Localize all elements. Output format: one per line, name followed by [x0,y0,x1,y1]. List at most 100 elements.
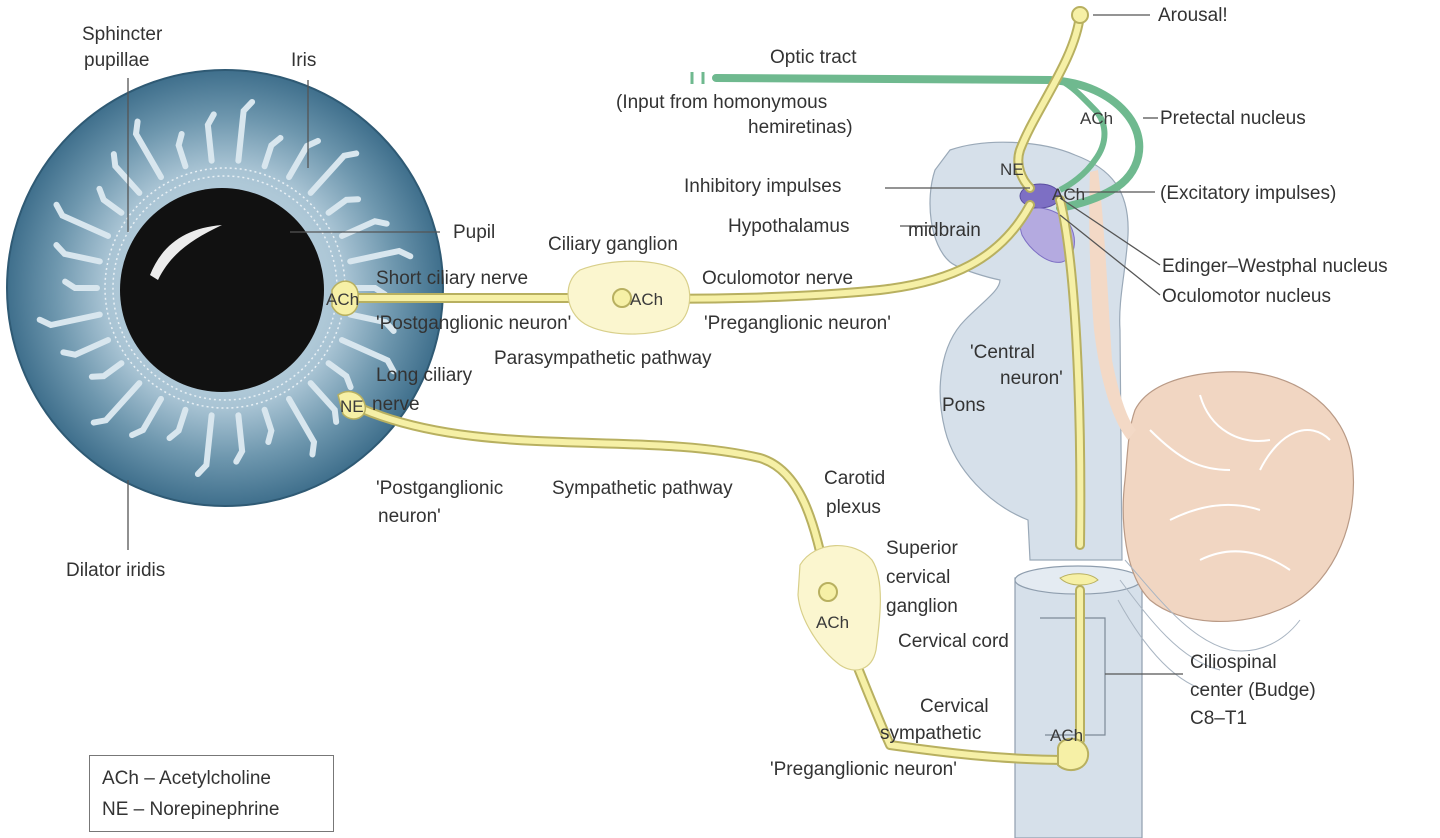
nt-ach-ew: ACh [1052,185,1085,204]
cerebellum [1117,371,1355,691]
iris-fiber [194,412,215,478]
label-cervical-sympathetic-2: sympathetic [880,723,981,744]
label-carotid-plexus-2: plexus [826,497,881,518]
pupil-disc [120,188,324,392]
iris-fiber [338,337,397,375]
label-central-neuron-2: neuron' [1000,368,1063,389]
iris-fiber [96,185,125,216]
label-parasympathetic-pathway: Parasympathetic pathway [494,348,712,369]
label-dilator-iridis: Dilator iridis [66,560,165,581]
ciliary-ganglion [567,260,691,335]
iris-fiber [325,360,354,391]
iris-fiber [132,118,164,181]
optic-tract [690,72,1144,212]
leader-lines [127,14,1183,675]
iris-fiber [286,395,318,458]
label-superior-cervical-3: ganglion [886,596,958,617]
label-oculomotor-nerve: Oculomotor nerve [702,268,853,289]
iris-fiber [347,247,414,265]
pupil-highlight [150,225,222,280]
peach-strip [1089,170,1136,440]
legend-ne: NE – Norepinephrine [102,799,280,820]
iris-fiber [338,218,390,239]
eye [6,69,444,507]
label-postganglionic-bottom-1: 'Postganglionic [376,478,503,499]
label-long-ciliary-2: nerve [372,394,420,415]
iris-fiber [53,201,112,239]
iris-fiber [325,196,362,216]
legend-ach: ACh – Acetylcholine [102,768,271,789]
iris-fiber [261,134,284,170]
label-ciliospinal-2: center (Budge) [1190,680,1316,701]
iris-fiber [350,285,388,298]
nt-ach-superior-cervical: ACh [816,613,849,632]
label-pons: Pons [942,395,985,416]
nerve-pathways [340,10,1086,765]
iris-fiber [286,137,321,181]
label-carotid-plexus-1: Carotid [824,468,885,489]
label-edinger-westphal: Edinger–Westphal nucleus [1162,256,1388,277]
iris-fiber [235,98,256,164]
nt-ach-ciliospinal: ACh [1050,726,1083,745]
superior-cervical-ganglion [797,545,881,671]
iris-fiber [60,337,112,358]
label-short-ciliary-nerve: Short ciliary nerve [376,268,528,289]
label-cervical-sympathetic-1: Cervical [920,696,989,717]
nt-ne-eye: NE [340,397,364,416]
label-inhibitory-impulses: Inhibitory impulses [684,176,841,197]
label-oculomotor-nucleus: Oculomotor nucleus [1162,286,1331,307]
iris-fiber [166,406,189,442]
label-optic-tract: Optic tract [770,47,857,68]
label-arousal: Arousal! [1158,5,1228,26]
eye-synapse-terminals [331,280,367,420]
iris-fiber [129,395,164,439]
label-pupil: Pupil [453,222,495,243]
iris-fiber [307,150,360,196]
legend: ACh – Acetylcholine NE – Norepinephrine [89,755,334,832]
label-superior-cervical-2: cervical [886,567,950,588]
label-sphincter-1: Sphincter [82,24,163,45]
transmitter-labels: ACh ACh ACh ACh NE NE ACh ACh [326,109,1113,745]
nt-ach-pretectal: ACh [1080,109,1113,128]
label-superior-cervical-1: Superior [886,538,958,559]
label-ciliospinal-1: Ciliospinal [1190,652,1277,673]
iris-fiber [233,412,246,465]
iris-fiber [90,380,143,426]
label-preganglionic-bottom: 'Preganglionic neuron' [770,759,957,780]
label-preganglionic-top: 'Preganglionic neuron' [704,313,891,334]
label-excitatory-impulses: (Excitatory impulses) [1160,183,1336,204]
iris-stroma-fibers [36,98,414,478]
arousal-terminal [1071,6,1089,24]
nt-ach-ciliary: ACh [630,290,663,309]
nt-ne-hypothalamic: NE [1000,160,1024,179]
label-central-neuron-1: 'Central [970,342,1035,363]
label-input-1: (Input from homonymous [616,92,827,113]
iris-fiber [307,380,340,425]
label-postganglionic-bottom-2: neuron' [378,506,441,527]
label-pretectal-nucleus: Pretectal nucleus [1160,108,1306,129]
label-midbrain: midbrain [908,220,981,241]
iris-fiber [347,311,397,334]
iris-fiber [62,278,100,291]
labels: Sphincter pupillae Iris Pupil Dilator ir… [66,5,1388,780]
label-ciliospinal-3: C8–T1 [1190,708,1247,729]
label-cervical-cord: Cervical cord [898,631,1009,652]
label-input-2: hemiretinas) [748,117,853,138]
iris-fiber [53,242,103,265]
nt-ach-eye: ACh [326,290,359,309]
label-postganglionic-top: 'Postganglionic neuron' [376,313,571,334]
iris-fiber [36,311,103,329]
label-iris: Iris [291,50,316,71]
label-hypothalamus: Hypothalamus [728,216,849,237]
iris-fiber [175,130,189,170]
iris-fiber [204,111,217,164]
label-sphincter-2: pupillae [84,50,150,71]
iris-fiber [88,360,125,380]
ciliospinal-synapse [1057,737,1090,772]
label-long-ciliary-1: Long ciliary [376,365,473,386]
label-sympathetic-pathway: Sympathetic pathway [552,478,733,499]
iris-fiber [261,406,275,446]
label-ciliary-ganglion: Ciliary ganglion [548,234,678,255]
iris-fiber [110,151,143,196]
